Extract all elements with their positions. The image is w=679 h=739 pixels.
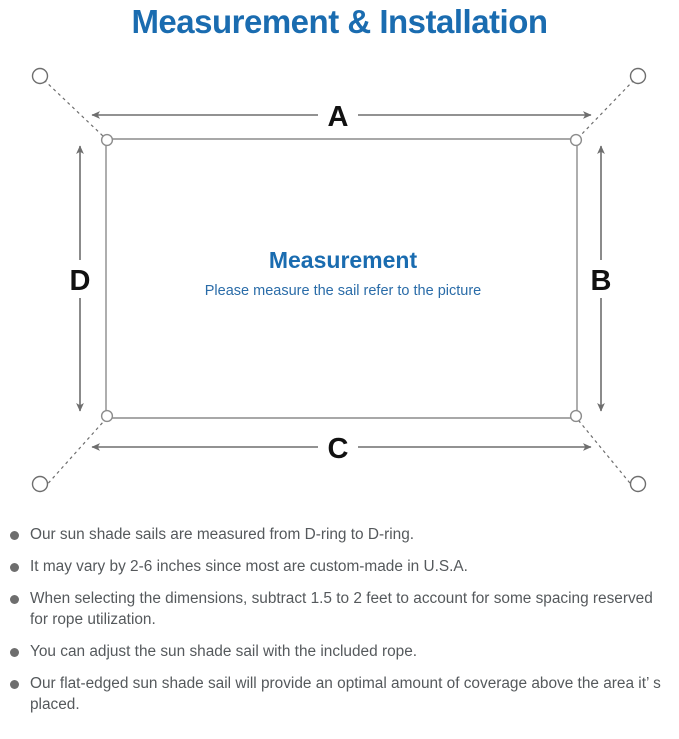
- list-item-text: Our sun shade sails are measured from D-…: [30, 526, 415, 543]
- anchor-bottom-right-icon: [629, 475, 647, 493]
- list-item: Our sun shade sails are measured from D-…: [0, 524, 679, 545]
- page-title: Measurement & Installation: [131, 3, 548, 40]
- notes-list: Our sun shade sails are measured from D-…: [0, 524, 679, 739]
- list-item-text: Our flat-edged sun shade sail will provi…: [30, 675, 661, 713]
- list-item-text: It may vary by 2-6 inches since most are…: [30, 558, 468, 575]
- sail-subheading: Please measure the sail refer to the pic…: [205, 283, 481, 299]
- bullet-icon: [10, 531, 19, 540]
- dimension-label-b: B: [591, 265, 612, 297]
- anchor-points: [31, 67, 647, 493]
- list-item-text: When selecting the dimensions, subtract …: [30, 590, 653, 628]
- list-item: When selecting the dimensions, subtract …: [0, 588, 679, 630]
- d-ring-top-right-icon: [569, 133, 583, 147]
- list-item: It may vary by 2-6 inches since most are…: [0, 556, 679, 577]
- d-ring-bottom-left-icon: [100, 409, 114, 423]
- d-ring-bottom-right-icon: [569, 409, 583, 423]
- rope-bottom-right: [578, 420, 635, 489]
- rope-lines: [43, 79, 635, 489]
- dimension-label-d: D: [70, 265, 91, 297]
- sail-heading: Measurement: [269, 247, 418, 273]
- list-item: You can adjust the sun shade sail with t…: [0, 641, 679, 662]
- d-rings: [100, 133, 583, 423]
- bullet-icon: [10, 648, 19, 657]
- dimension-label-c: C: [328, 433, 349, 465]
- d-ring-top-left-icon: [100, 133, 114, 147]
- list-item: Our flat-edged sun shade sail will provi…: [0, 673, 679, 715]
- rope-top-right: [578, 79, 635, 138]
- rope-bottom-left: [43, 420, 105, 489]
- rope-top-left: [43, 79, 105, 138]
- bullet-icon: [10, 595, 19, 604]
- anchor-top-right-icon: [629, 67, 647, 85]
- anchor-top-left-icon: [31, 67, 49, 85]
- sail-outline: [105, 138, 578, 419]
- bullet-icon: [10, 680, 19, 689]
- anchor-bottom-left-icon: [31, 475, 49, 493]
- list-item-text: You can adjust the sun shade sail with t…: [30, 643, 418, 660]
- measurement-diagram: A C D B Measurement Please measure the s…: [0, 50, 679, 520]
- bullet-icon: [10, 563, 19, 572]
- dimension-label-a: A: [328, 101, 349, 133]
